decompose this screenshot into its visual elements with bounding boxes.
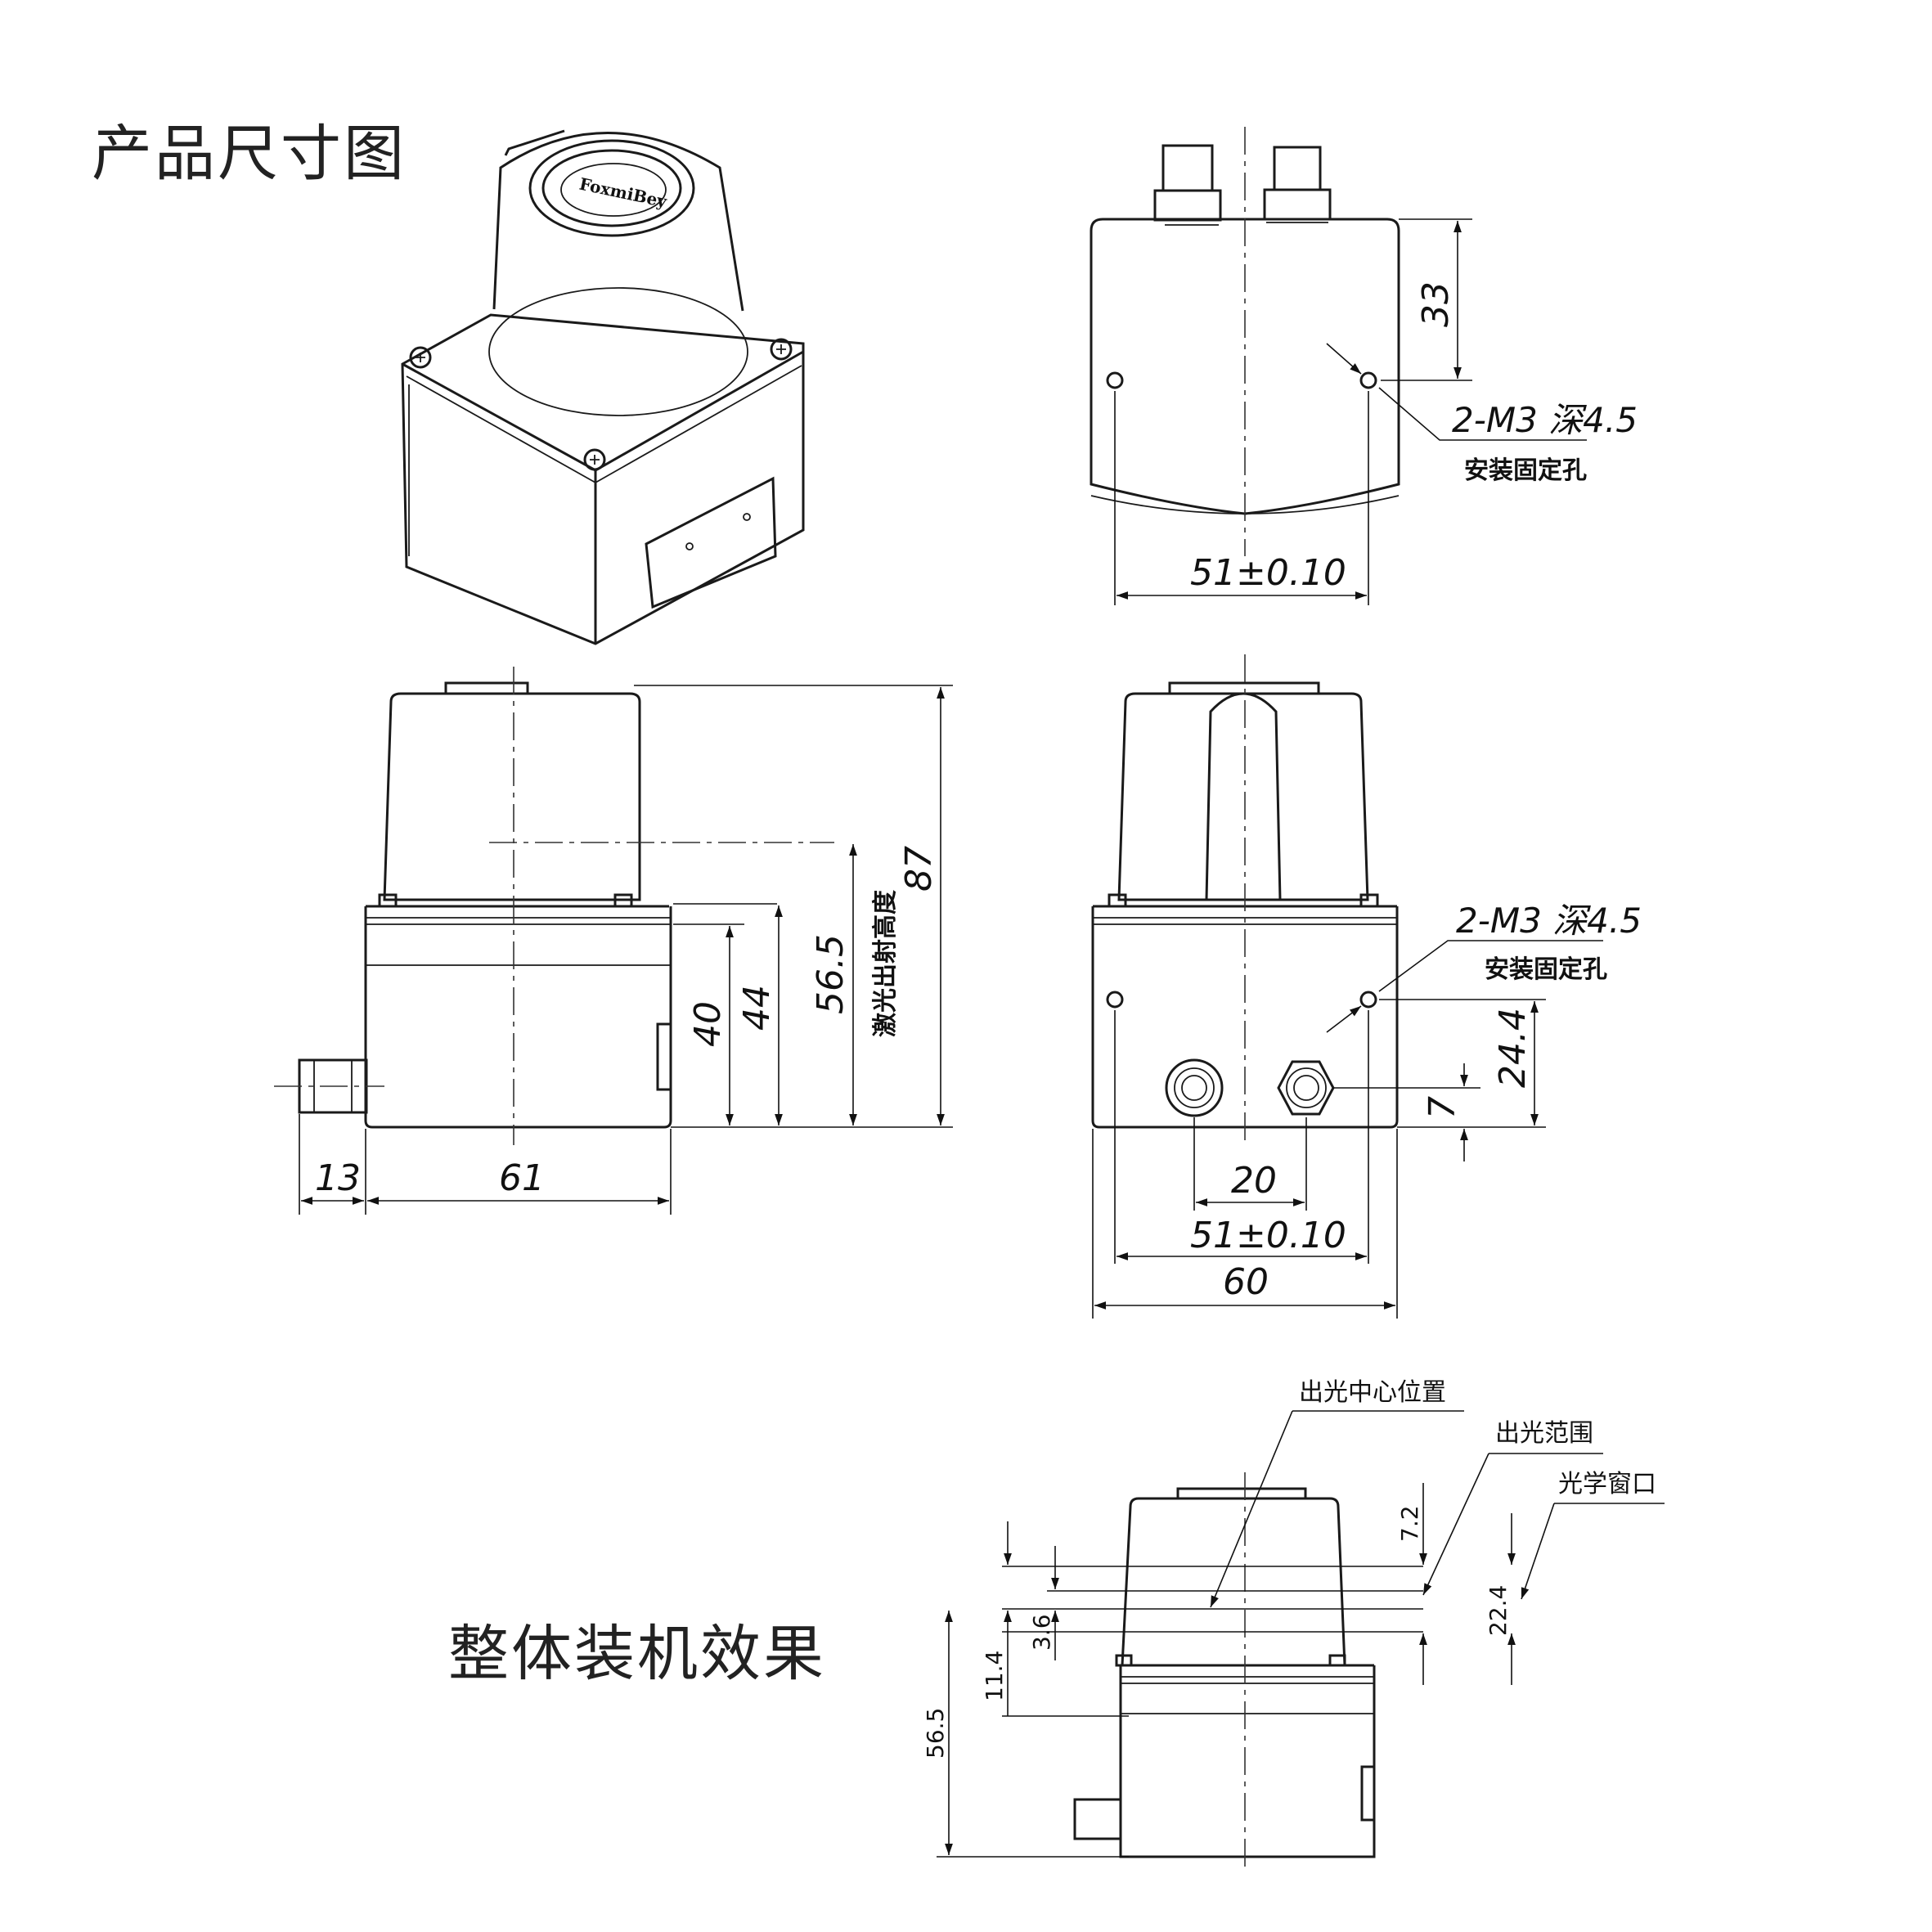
label-optical-window: 光学窗口: [1558, 1470, 1656, 1498]
mount-hole-left: [1106, 371, 1124, 389]
dim-56-5-side: 56.5: [810, 934, 851, 1014]
dim-51-top: 51±0.10: [1190, 552, 1346, 594]
emit-height-label: 激光出射高度: [871, 890, 900, 1037]
connector-m12-left: [1165, 1058, 1224, 1117]
dim-56-5-install: 56.5: [922, 1708, 949, 1759]
dim-22-4: 22.4: [1485, 1585, 1512, 1636]
title-overall-install: 整体装机效果: [448, 1619, 826, 1689]
side-view: 87 56.5 激光出射高度 44 40 13 61: [274, 667, 953, 1215]
dim-44: 44: [736, 985, 778, 1031]
connector-m12-right: [1277, 1060, 1335, 1116]
dim-60: 60: [1223, 1261, 1269, 1303]
dim-51-front: 51±0.10: [1190, 1215, 1346, 1256]
dim-3-6: 3.6: [1028, 1614, 1055, 1651]
dim-87: 87: [898, 846, 940, 892]
isometric-product-view: FoxmiBey: [401, 129, 805, 645]
label-light-range: 出光范围: [1495, 1419, 1593, 1448]
dim-40: 40: [687, 1001, 729, 1047]
top-view: 51±0.10 33 2-M3 深4.5 安装固定孔: [1090, 127, 1638, 605]
front-view: 20 51±0.10 60 24.4 7 2-M3 深4.5 安装固定孔: [1091, 654, 1642, 1319]
hole-label-top: 安装固定孔: [1464, 456, 1587, 485]
dim-11-4: 11.4: [981, 1651, 1008, 1701]
logo-text: FoxmiBey: [577, 174, 669, 212]
dim-7: 7: [1422, 1096, 1463, 1119]
install-view: 11.4 3.6 56.5 7.2 22.4 出光中心位置 出光范围 光学窗口: [922, 1378, 1665, 1873]
dim-13: 13: [315, 1157, 361, 1199]
label-light-center: 出光中心位置: [1299, 1378, 1446, 1407]
mount-hole-right: [1359, 371, 1377, 389]
dim-20: 20: [1231, 1160, 1277, 1202]
dim-61: 61: [499, 1157, 545, 1199]
dim-7-2: 7.2: [1396, 1505, 1423, 1542]
dim-24-4: 24.4: [1492, 1008, 1534, 1088]
dim-33: 33: [1415, 281, 1457, 327]
title-product-dimensions: 产品尺寸图: [92, 119, 407, 189]
hole-note-front: 2-M3 深4.5: [1456, 901, 1642, 941]
hole-label-front: 安装固定孔: [1485, 955, 1607, 984]
hole-note-top: 2-M3 深4.5: [1452, 400, 1638, 440]
